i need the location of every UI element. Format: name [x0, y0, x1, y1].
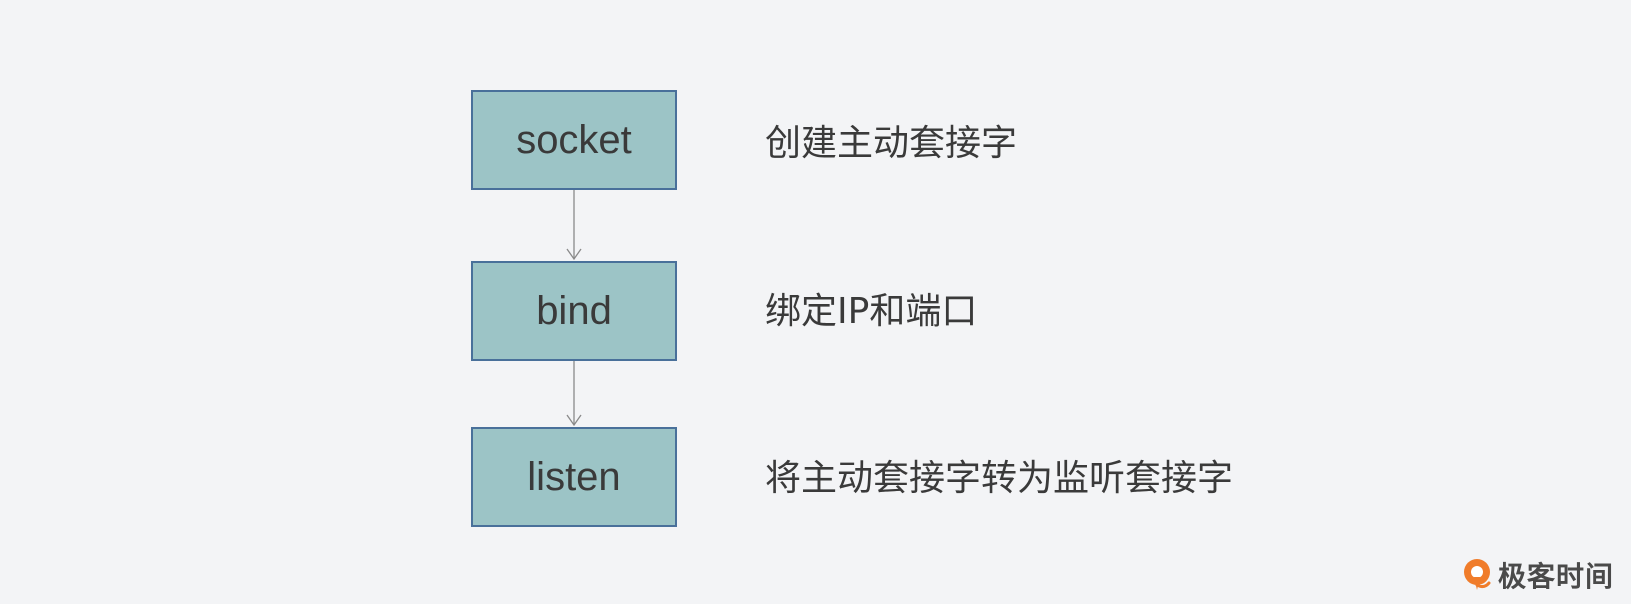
brand-name: 极客时间 — [1497, 560, 1614, 593]
step-description-listen: 将主动套接字转为监听套接字 — [765, 458, 1234, 499]
step-box-socket: socket — [471, 90, 677, 190]
step-label-socket: socket — [516, 117, 632, 162]
brand-watermark: 极客时间 — [1460, 555, 1614, 595]
step-description-socket: 创建主动套接字 — [765, 123, 1018, 164]
geektime-logo-icon — [1463, 559, 1491, 590]
step-box-listen: listen — [471, 427, 677, 527]
arrow-bind-to-listen — [566, 361, 582, 427]
step-box-bind: bind — [471, 261, 677, 361]
step-label-bind: bind — [536, 288, 612, 333]
step-label-listen: listen — [527, 454, 621, 499]
arrow-socket-to-bind — [566, 190, 582, 261]
step-description-bind: 绑定IP和端口 — [765, 291, 978, 332]
